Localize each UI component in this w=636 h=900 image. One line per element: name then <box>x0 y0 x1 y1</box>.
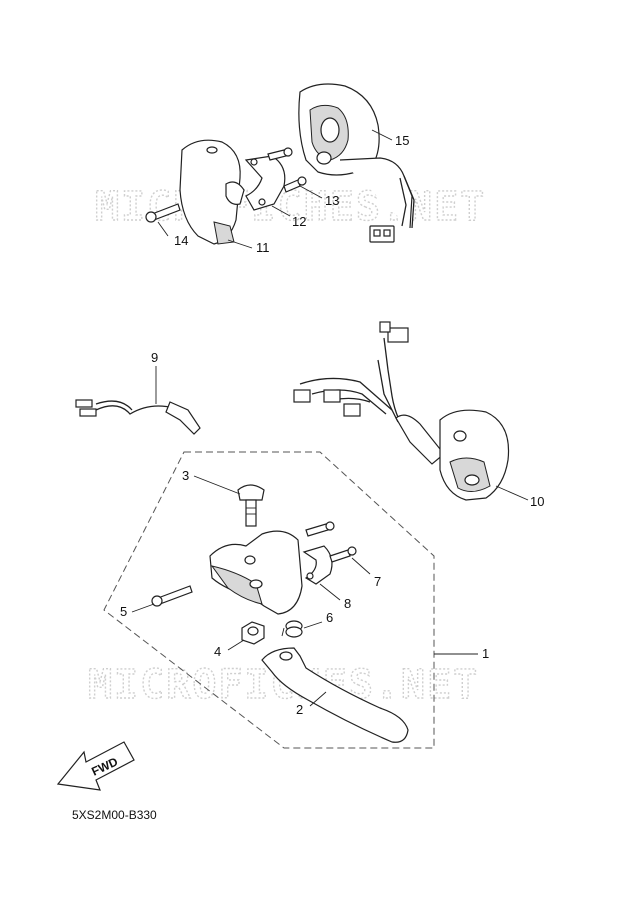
fwd-arrow-icon: FWD <box>56 741 135 791</box>
diagram-code: 5XS2M00-B330 <box>72 808 157 822</box>
part-7-screws <box>305 521 357 563</box>
part-14-screw <box>145 203 181 223</box>
callout-4: 4 <box>214 644 221 659</box>
part-11-switch-cover <box>179 139 245 245</box>
callout-14: 14 <box>174 233 188 248</box>
part-8-clamp <box>302 545 333 585</box>
part-6-spring <box>281 620 303 638</box>
assembly-boundary <box>103 451 435 749</box>
callout-3: 3 <box>182 468 189 483</box>
callout-1: 1 <box>482 646 489 661</box>
part-15-switch-housing <box>298 83 415 243</box>
part-3-bolt <box>237 484 265 527</box>
callout-5: 5 <box>120 604 127 619</box>
switch-assembly-top <box>145 83 415 245</box>
part-13-screws <box>267 147 307 193</box>
callout-7: 7 <box>374 574 381 589</box>
callout-13: 13 <box>325 193 339 208</box>
callout-10: 10 <box>530 494 544 509</box>
callout-8: 8 <box>344 596 351 611</box>
callout-12: 12 <box>292 214 306 229</box>
part-9-switch-sensor <box>75 399 201 435</box>
callout-9: 9 <box>151 350 158 365</box>
callout-2: 2 <box>296 702 303 717</box>
part-holder-bracket <box>209 530 303 615</box>
part-4-nut <box>241 621 265 645</box>
callout-11: 11 <box>256 240 270 255</box>
part-10-switch-assembly <box>293 321 510 501</box>
callout-6: 6 <box>326 610 333 625</box>
callout-15: 15 <box>395 133 409 148</box>
part-5-screw <box>151 585 193 607</box>
watermark-top: MICROFICHES.NET <box>95 184 486 230</box>
part-12-clamp <box>244 155 286 211</box>
part-2-lever <box>261 647 409 743</box>
